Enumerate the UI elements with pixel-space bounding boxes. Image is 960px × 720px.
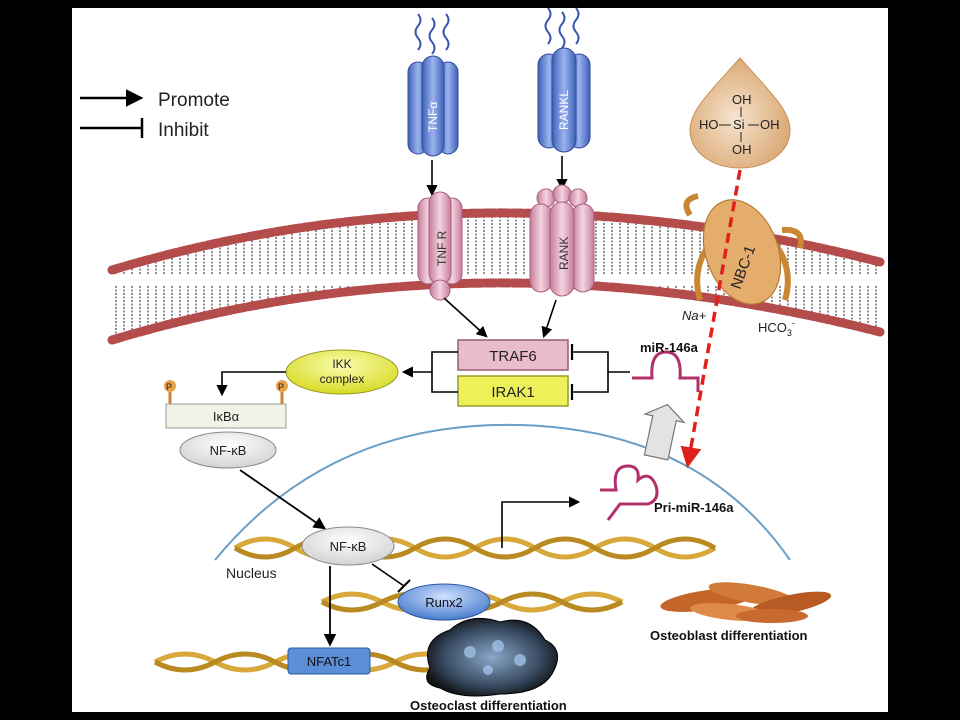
oh-top: OH <box>732 92 752 107</box>
rankl-label: RANKL <box>557 90 571 130</box>
mir-inhibit-irak1 <box>572 372 609 393</box>
pri-mir146a-label: Pri-miR-146a <box>654 500 734 515</box>
bottom-border <box>72 712 888 720</box>
phosphate-right-icon <box>276 380 288 392</box>
osteoclast-label: Osteoclast differentiation <box>410 698 567 713</box>
nfkb-cytoplasm: NF-κB <box>179 431 277 469</box>
traf6-irak1-bracket <box>431 351 458 393</box>
runx2: Runx2 <box>397 583 491 621</box>
mir146a: miR-146a <box>632 340 700 392</box>
right-border <box>888 0 960 720</box>
silicic-acid-droplet: OH HO Si OH OH <box>689 57 791 169</box>
nucleus-label: Nucleus <box>226 565 277 581</box>
nfkb-translocation-arrow <box>239 469 327 530</box>
rank-to-traf6-arrow <box>541 299 557 339</box>
left-border <box>0 0 72 720</box>
irak1-label: IRAK1 <box>491 384 534 401</box>
irak1-box: IRAK1 <box>457 375 569 407</box>
tnfa-label: TNFα <box>426 102 440 132</box>
phospho-right-label: P <box>278 382 284 392</box>
ikk-label-line2: complex <box>320 372 365 386</box>
rank-receptor: RANK <box>529 184 595 297</box>
oh-left: HO <box>699 117 719 132</box>
rankl-ligand: RANKL <box>537 7 591 153</box>
osteoblast-label: Osteoblast differentiation <box>650 628 808 643</box>
nucleus-envelope <box>214 423 791 561</box>
si-atom: Si <box>733 117 745 132</box>
nfkb-inhibit-runx2 <box>371 563 405 587</box>
transcription-arrow <box>501 496 581 548</box>
oh-bottom: OH <box>732 142 752 157</box>
nbc1-transporter: NBC-1 Na+ HCO3- <box>682 193 804 338</box>
silicon-to-pri-mir-arrow <box>680 169 742 469</box>
nfatc1-label: NFATc1 <box>307 654 352 669</box>
ikba-label: IκBα <box>213 409 240 424</box>
phospho-left-label: P <box>166 382 172 392</box>
rank-label: RANK <box>557 237 571 270</box>
osteoclast-cell-icon <box>426 617 559 697</box>
oh-right: OH <box>760 117 780 132</box>
na-ion-label: Na+ <box>682 308 707 323</box>
osteoblast-cells-icon <box>660 582 832 623</box>
legend-inhibit-label: Inhibit <box>158 120 209 141</box>
nfkb-cyto-label: NF-κB <box>210 443 247 458</box>
tnfr-label: TNF R <box>435 230 449 266</box>
mir146a-label: miR-146a <box>640 340 699 355</box>
phosphate-left-icon <box>164 380 176 392</box>
tnfr-receptor: TNF R <box>417 191 463 301</box>
ikba: P P IκBα <box>164 380 288 429</box>
tnfa-ligand: TNFα <box>407 13 459 157</box>
nfkb-nucleus-label: NF-κB <box>330 539 367 554</box>
ikk-label-line1: IKK <box>332 357 351 371</box>
legend-promote-label: Promote <box>158 90 230 111</box>
traf6-label: TRAF6 <box>489 348 537 365</box>
mir-inhibit-traf6 <box>572 351 630 373</box>
nfkb-nucleus: NF-κB <box>301 526 395 566</box>
ikk-to-ikba-arrow <box>216 371 286 397</box>
top-border <box>72 0 888 8</box>
ikk-complex: IKK complex <box>285 349 399 395</box>
hco3-label: HCO3- <box>758 318 795 338</box>
tnfr-to-traf6-arrow <box>443 297 488 338</box>
mir146a-hairpin-icon <box>632 350 700 392</box>
processing-arrow-icon <box>642 403 686 461</box>
pri-mir146a: Pri-miR-146a <box>600 464 734 521</box>
pri-mir146a-hairpin-icon <box>600 464 659 521</box>
traf6-box: TRAF6 <box>457 339 569 371</box>
legend: Promote Inhibit <box>80 89 230 141</box>
nfatc1: NFATc1 <box>287 647 371 675</box>
runx2-label: Runx2 <box>425 595 463 610</box>
